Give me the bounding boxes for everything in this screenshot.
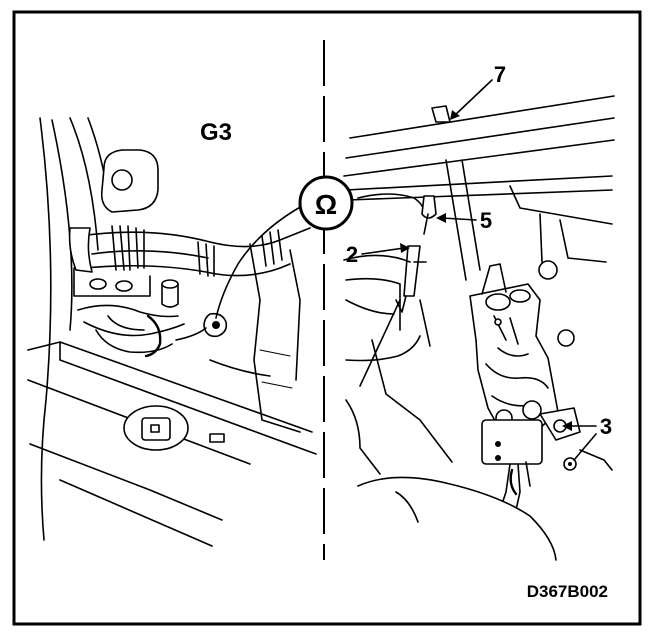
- ohmmeter-symbol: Ω: [298, 175, 354, 231]
- callout-3: 3: [562, 414, 612, 461]
- left-panel-drawing: [27, 117, 317, 547]
- callout-label-5: 5: [480, 208, 492, 233]
- callout-7: 7: [450, 62, 506, 120]
- callout-2: 2: [346, 242, 410, 267]
- right-panel-drawing: [343, 95, 615, 561]
- figure-frame: [12, 10, 642, 626]
- figure-code: D367B002: [527, 582, 608, 601]
- callout-5: 5: [436, 208, 492, 233]
- callout-label-3: 3: [600, 414, 612, 439]
- left-panel-label: G3: [200, 119, 232, 146]
- callout-label-2: 2: [346, 242, 358, 267]
- ohmmeter-label: Ω: [315, 189, 337, 220]
- callout-label-7: 7: [494, 62, 506, 87]
